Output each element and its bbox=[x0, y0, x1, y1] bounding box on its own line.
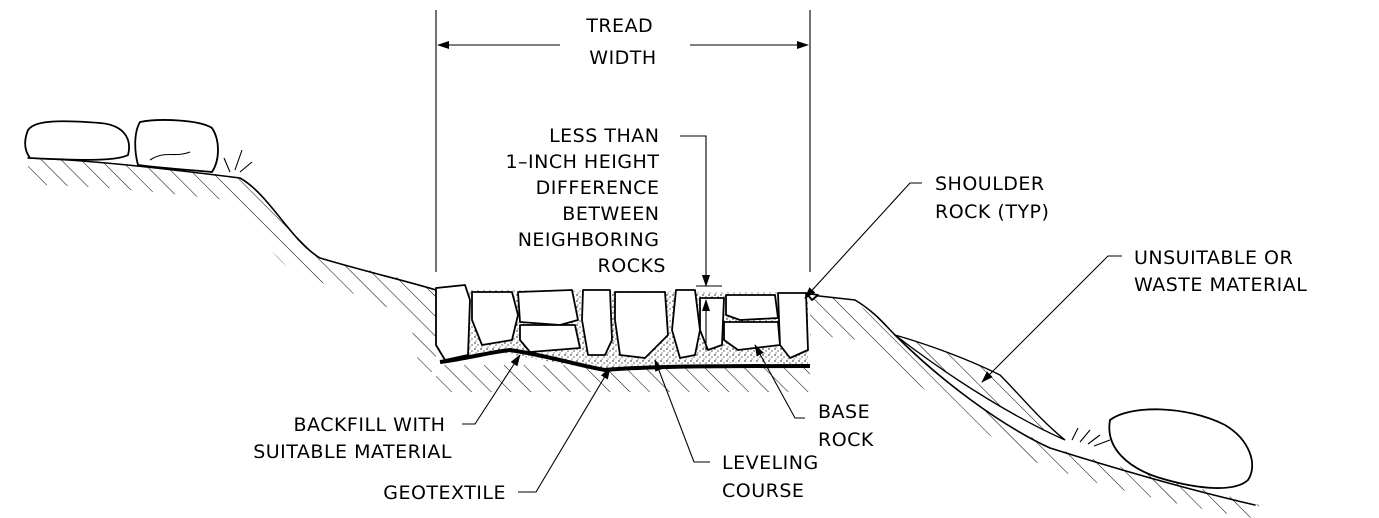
waste-material-wedge bbox=[894, 334, 1066, 441]
leveling-course-label: LEVELING COURSE bbox=[722, 452, 825, 502]
geotextile-line bbox=[439, 348, 811, 372]
tread-width-label: TREAD WIDTH bbox=[585, 15, 660, 69]
shoulder-rock-label: SHOULDER ROCK (TYP) bbox=[935, 173, 1051, 223]
ground-line-left bbox=[27, 157, 437, 291]
ground-hatch-left bbox=[28, 158, 436, 372]
height-difference-note: LESS THAN 1–INCH HEIGHT DIFFERENCE BETWE… bbox=[505, 125, 666, 277]
geotextile-label: GEOTEXTILE bbox=[383, 482, 506, 504]
tread-width-dimension bbox=[435, 10, 811, 272]
base-rock-label: BASE ROCK bbox=[818, 401, 877, 451]
height-note-leader bbox=[680, 135, 722, 350]
ground-hatch-tread bbox=[436, 365, 810, 392]
boulders-left bbox=[24, 119, 253, 173]
leader-lines bbox=[462, 182, 1122, 493]
ground-line-right bbox=[809, 294, 1256, 506]
unsuitable-material-label: UNSUITABLE OR WASTE MATERIAL bbox=[1134, 247, 1307, 296]
backfill-label: BACKFILL WITH SUITABLE MATERIAL bbox=[253, 414, 452, 463]
boulder-right bbox=[1071, 408, 1253, 489]
